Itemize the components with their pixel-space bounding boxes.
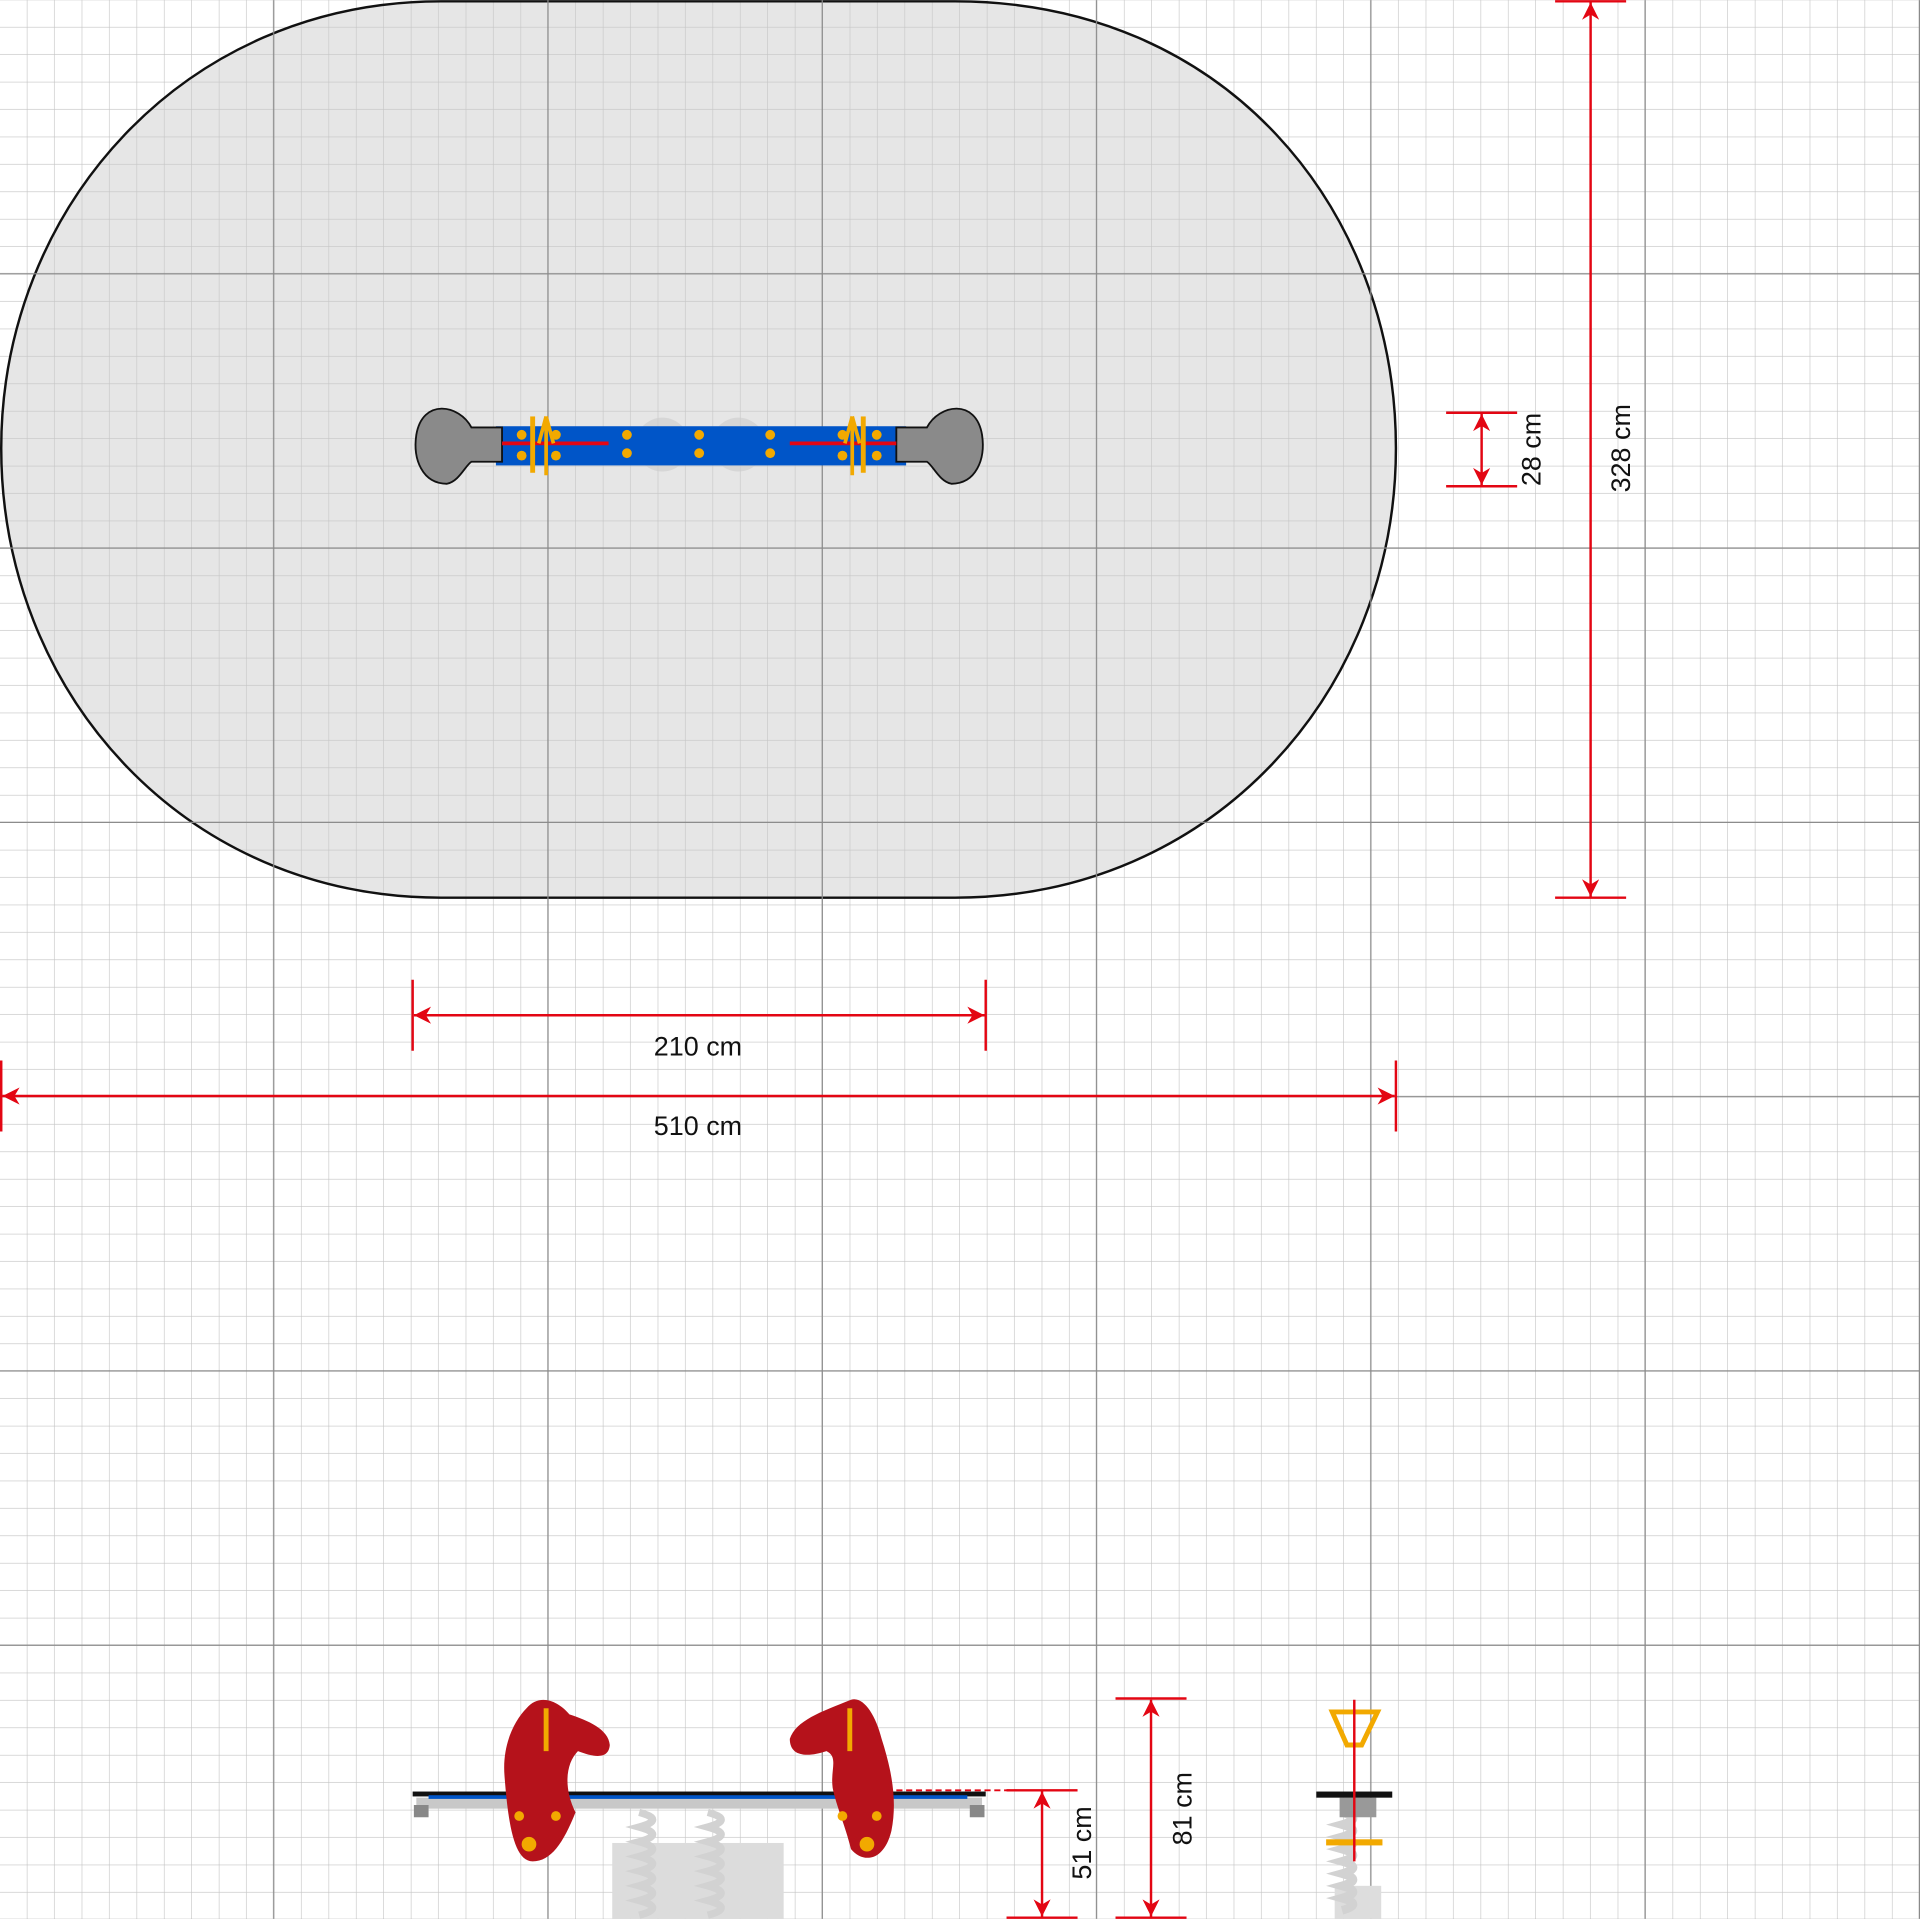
end-cap-right <box>895 407 984 485</box>
dim-label-51: 51 cm <box>1067 1806 1097 1879</box>
end-cap-left <box>414 407 503 485</box>
horse-left <box>504 1699 610 1862</box>
dim-safety-width: 328 cm <box>1555 0 1636 899</box>
dim-footprint-width: 28 cm <box>1446 411 1546 488</box>
dim-label-81: 81 cm <box>1167 1772 1197 1845</box>
dim-label-328: 328 cm <box>1606 404 1636 492</box>
dim-label-210: 210 cm <box>654 1032 742 1062</box>
seesaw-top-view <box>414 407 984 485</box>
dim-label-510: 510 cm <box>654 1111 742 1141</box>
dim-label-28: 28 cm <box>1516 413 1546 486</box>
dim-footprint-length: 210 cm <box>411 979 987 1062</box>
seesaw-side-view <box>412 1699 1017 1919</box>
dim-seat-height: 51 cm <box>1006 1789 1097 1919</box>
dim-safety-length: 510 cm <box>0 1060 1398 1141</box>
dim-total-height: 81 cm <box>1115 1697 1197 1919</box>
horse-right <box>789 1699 894 1858</box>
seesaw-end-view <box>1316 1699 1393 1919</box>
